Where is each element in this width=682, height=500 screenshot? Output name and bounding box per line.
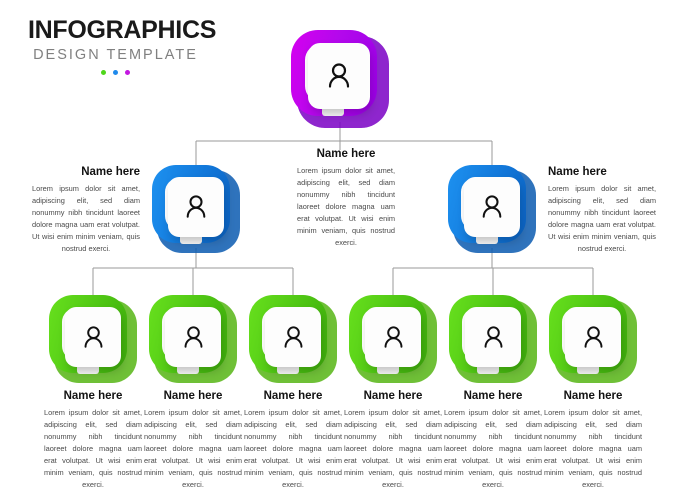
label-body: Lorem ipsum dolor sit amet, adipiscing e…	[297, 165, 395, 247]
node-level3-6-green[interactable]	[549, 295, 637, 383]
dot-blue-icon	[113, 69, 118, 75]
person-icon	[65, 307, 121, 367]
person-icon	[265, 307, 321, 367]
page-subtitle: DESIGN TEMPLATE	[33, 47, 198, 63]
label-title: Name here	[163, 390, 223, 402]
node-root-purple[interactable]	[291, 30, 389, 128]
node-card	[168, 177, 224, 237]
node-card	[365, 307, 421, 367]
label-body: Lorem ipsum dolor sit amet, adipiscing e…	[44, 407, 142, 489]
title-block: INFOGRAPHICS DESIGN TEMPLATE	[28, 16, 217, 75]
label-middle-center: Name here Lorem ipsum dolor sit amet, ad…	[297, 148, 395, 249]
person-icon	[365, 307, 421, 367]
label-bottom-6: Name here Lorem ipsum dolor sit amet, ad…	[544, 390, 642, 491]
label-title: Name here	[563, 390, 623, 402]
node-card	[565, 307, 621, 367]
node-card	[65, 307, 121, 367]
node-card	[465, 307, 521, 367]
label-bottom-1: Name here Lorem ipsum dolor sit amet, ad…	[44, 390, 142, 491]
person-icon	[464, 177, 520, 237]
label-body: Lorem ipsum dolor sit amet, adipiscing e…	[444, 407, 542, 489]
label-bottom-3: Name here Lorem ipsum dolor sit amet, ad…	[244, 390, 342, 491]
node-level2-left-blue[interactable]	[152, 165, 240, 253]
label-bottom-4: Name here Lorem ipsum dolor sit amet, ad…	[344, 390, 442, 491]
label-title: Name here	[81, 166, 140, 178]
title-dots	[28, 69, 203, 75]
node-level3-3-green[interactable]	[249, 295, 337, 383]
label-title: Name here	[63, 390, 123, 402]
label-title: Name here	[363, 390, 423, 402]
node-level3-4-green[interactable]	[349, 295, 437, 383]
label-body: Lorem ipsum dolor sit amet, adipiscing e…	[244, 407, 342, 489]
dot-green-icon	[101, 69, 106, 75]
label-bottom-5: Name here Lorem ipsum dolor sit amet, ad…	[444, 390, 542, 491]
label-title: Name here	[463, 390, 523, 402]
label-body: Lorem ipsum dolor sit amet, adipiscing e…	[32, 183, 140, 253]
page-title: INFOGRAPHICS	[28, 16, 217, 44]
label-body: Lorem ipsum dolor sit amet, adipiscing e…	[344, 407, 442, 489]
node-level2-right-blue[interactable]	[448, 165, 536, 253]
person-icon	[565, 307, 621, 367]
person-icon	[465, 307, 521, 367]
label-title: Name here	[548, 166, 607, 178]
person-icon	[308, 43, 370, 109]
node-card	[308, 43, 370, 109]
label-title: Name here	[316, 148, 376, 160]
node-card	[165, 307, 221, 367]
node-level3-5-green[interactable]	[449, 295, 537, 383]
label-body: Lorem ipsum dolor sit amet, adipiscing e…	[144, 407, 242, 489]
label-title: Name here	[263, 390, 323, 402]
label-body: Lorem ipsum dolor sit amet, adipiscing e…	[544, 407, 642, 489]
label-middle-left: Name here Lorem ipsum dolor sit amet, ad…	[32, 166, 140, 255]
label-middle-right: Name here Lorem ipsum dolor sit amet, ad…	[548, 166, 656, 255]
person-icon	[165, 307, 221, 367]
dot-magenta-icon	[125, 69, 130, 75]
person-icon	[168, 177, 224, 237]
node-card	[265, 307, 321, 367]
node-level3-2-green[interactable]	[149, 295, 237, 383]
node-card	[464, 177, 520, 237]
label-body: Lorem ipsum dolor sit amet, adipiscing e…	[548, 183, 656, 253]
label-bottom-2: Name here Lorem ipsum dolor sit amet, ad…	[144, 390, 242, 491]
node-level3-1-green[interactable]	[49, 295, 137, 383]
